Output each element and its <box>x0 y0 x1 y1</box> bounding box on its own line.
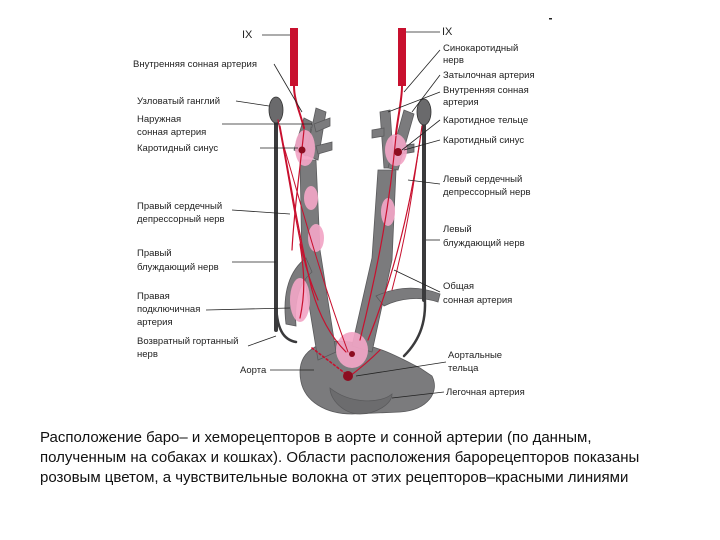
label-carotid-sinus-right: Каротидный синус <box>443 135 524 146</box>
afferent-fibers <box>277 28 423 377</box>
label-right-subclavian-1: Правая <box>137 291 170 302</box>
right-carotid-sinus-pink <box>295 130 315 166</box>
label-occipital-artery: Затылочная артерия <box>443 70 535 81</box>
right-carotid-body <box>298 146 306 154</box>
label-right-depressor-1: Правый сердечный <box>137 201 222 212</box>
label-common-carotid-1: Общая <box>443 281 474 292</box>
label-pulmonary-artery: Легочная артерия <box>446 387 525 398</box>
left-ix-root <box>398 28 406 86</box>
label-internal-carotid-left: Внутренняя сонная артерия <box>133 59 257 70</box>
label-ix-left: IX <box>242 29 253 41</box>
recurrent-laryngeal-nerve <box>274 298 298 344</box>
aortic-arch-pink <box>336 332 368 368</box>
figure-caption: Расположение баро– и хеморецепторов в ао… <box>40 429 640 486</box>
label-external-carotid-1: Наружная <box>137 114 181 125</box>
label-carotid-sinus-left: Каротидный синус <box>137 143 218 154</box>
label-recurrent-laryngeal-2: нерв <box>137 349 158 360</box>
label-sinocarotid-2: нерв <box>443 55 464 66</box>
label-left-depressor-2: депрессорный нерв <box>443 187 531 198</box>
label-internal-carotid-right-1: Внутренняя сонная <box>443 85 529 96</box>
left-carotid-branch <box>371 127 385 139</box>
pulmonary-artery <box>329 387 393 415</box>
label-left-vagus-2: блуждающий нерв <box>443 238 525 249</box>
right-leader-lines <box>355 31 447 399</box>
label-left-vagus-1: Левый <box>443 224 472 235</box>
label-recurrent-laryngeal-1: Возвратный гортанный <box>137 336 238 347</box>
label-internal-carotid-right-2: артерия <box>443 97 479 108</box>
label-aortic-bodies-1: Аортальные <box>448 350 502 361</box>
stray-mark <box>549 18 552 20</box>
baroreceptor-diagram: IX Внутренняя сонная артерия Узловатый г… <box>133 18 552 415</box>
label-common-carotid-2: сонная артерия <box>443 295 512 306</box>
right-carotid-pink-1 <box>304 186 318 210</box>
label-right-subclavian-2: подключичная <box>137 304 200 315</box>
baroreceptor-regions <box>290 130 407 368</box>
right-nodose-ganglion <box>268 96 284 124</box>
right-labels: IX Синокаротидный нерв Затылочная артери… <box>442 26 535 398</box>
left-vagus-to-aorta <box>402 288 427 358</box>
left-nodose-ganglion <box>416 98 432 126</box>
right-subclavian-pink <box>290 278 310 322</box>
right-ix-root <box>290 28 298 86</box>
label-right-subclavian-3: артерия <box>137 317 173 328</box>
label-carotid-body: Каротидное тельце <box>443 115 528 126</box>
left-carotid-pink-1 <box>381 198 395 226</box>
left-carotid-body <box>394 148 402 156</box>
label-right-vagus-2: блуждающий нерв <box>137 262 219 273</box>
label-nodose-ganglion: Узловатый ганглий <box>137 96 220 107</box>
label-ix-right: IX <box>442 26 453 38</box>
label-sinocarotid-1: Синокаротидный <box>443 43 518 54</box>
right-carotid-branch-2 <box>315 141 333 155</box>
label-aorta: Аорта <box>240 365 267 376</box>
aortic-body-small <box>349 351 355 357</box>
label-right-depressor-2: депрессорный нерв <box>137 214 225 225</box>
aortic-body <box>343 371 353 381</box>
right-carotid-pink-2 <box>308 224 324 252</box>
label-external-carotid-2: сонная артерия <box>137 127 206 138</box>
left-leader-lines <box>205 34 314 371</box>
label-aortic-bodies-2: тельца <box>448 363 479 374</box>
label-left-depressor-1: Левый сердечный <box>443 174 522 185</box>
right-carotid-branch <box>313 117 331 133</box>
label-right-vagus-1: Правый <box>137 248 172 259</box>
left-labels: IX Внутренняя сонная артерия Узловатый г… <box>133 29 267 376</box>
